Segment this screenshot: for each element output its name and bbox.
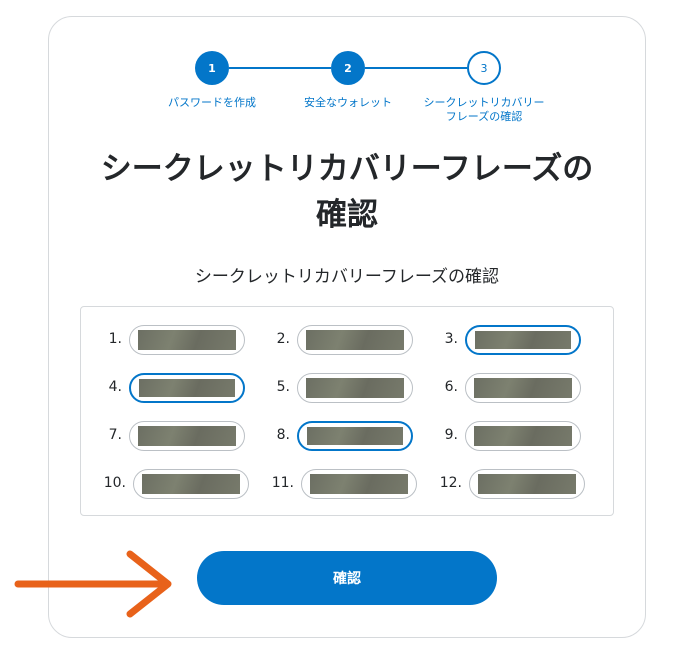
word-field-6-blur	[474, 378, 572, 398]
word-field-8[interactable]	[297, 421, 413, 451]
step-2-label: 安全なウォレット	[304, 96, 392, 109]
page-title: シークレットリカバリーフレーズの 確認	[48, 146, 646, 238]
word-number-3: 3.	[444, 331, 458, 347]
word-field-3-blur	[475, 331, 571, 349]
word-field-10[interactable]	[133, 469, 249, 499]
step-3-label: シークレットリカバリー フレーズの確認	[414, 96, 554, 124]
page-title-line2: 確認	[316, 197, 378, 233]
word-number-6: 6.	[444, 379, 458, 395]
word-number-8: 8.	[276, 427, 290, 443]
word-number-10: 10.	[103, 475, 126, 491]
word-field-11-blur	[310, 474, 408, 494]
word-field-1-blur	[138, 330, 236, 350]
word-field-4-blur	[139, 379, 235, 397]
word-field-12-blur	[478, 474, 576, 494]
word-field-9[interactable]	[465, 421, 581, 451]
step-1-indicator: 1	[195, 51, 229, 85]
step-3-indicator: 3	[467, 51, 501, 85]
word-field-7[interactable]	[129, 421, 245, 451]
page-title-line1: シークレットリカバリーフレーズの	[100, 151, 594, 187]
step-2-number: 2	[344, 61, 352, 75]
word-field-6[interactable]	[465, 373, 581, 403]
step-1-number: 1	[208, 61, 216, 75]
word-number-9: 9.	[444, 427, 458, 443]
step-1-label: パスワードを作成	[168, 96, 256, 109]
arrow-right-icon	[14, 550, 172, 618]
word-field-3[interactable]	[465, 325, 581, 355]
confirm-button-label: 確認	[333, 571, 361, 587]
step-3-label-line1: シークレットリカバリー	[423, 96, 545, 109]
word-field-2[interactable]	[297, 325, 413, 355]
word-number-7: 7.	[108, 427, 122, 443]
page-subtitle: シークレットリカバリーフレーズの確認	[194, 267, 500, 287]
recovery-phrase-grid	[80, 306, 614, 516]
word-field-10-blur	[142, 474, 240, 494]
word-field-9-blur	[474, 426, 572, 446]
word-number-1: 1.	[108, 331, 122, 347]
stepper-connector-2	[365, 67, 467, 69]
word-number-4: 4.	[108, 379, 122, 395]
word-field-4[interactable]	[129, 373, 245, 403]
word-field-5[interactable]	[297, 373, 413, 403]
word-field-7-blur	[138, 426, 236, 446]
step-3-label-line2: フレーズの確認	[445, 110, 523, 123]
word-field-8-blur	[307, 427, 403, 445]
word-field-12[interactable]	[469, 469, 585, 499]
word-field-1[interactable]	[129, 325, 245, 355]
word-field-5-blur	[306, 378, 404, 398]
word-number-2: 2.	[276, 331, 290, 347]
word-number-12: 12.	[439, 475, 462, 491]
word-field-11[interactable]	[301, 469, 417, 499]
confirm-button[interactable]: 確認	[197, 551, 497, 605]
word-field-2-blur	[306, 330, 404, 350]
step-3-number: 3	[480, 61, 488, 75]
stepper-connector-1	[229, 67, 331, 69]
word-number-11: 11.	[271, 475, 294, 491]
word-number-5: 5.	[276, 379, 290, 395]
step-2-indicator: 2	[331, 51, 365, 85]
